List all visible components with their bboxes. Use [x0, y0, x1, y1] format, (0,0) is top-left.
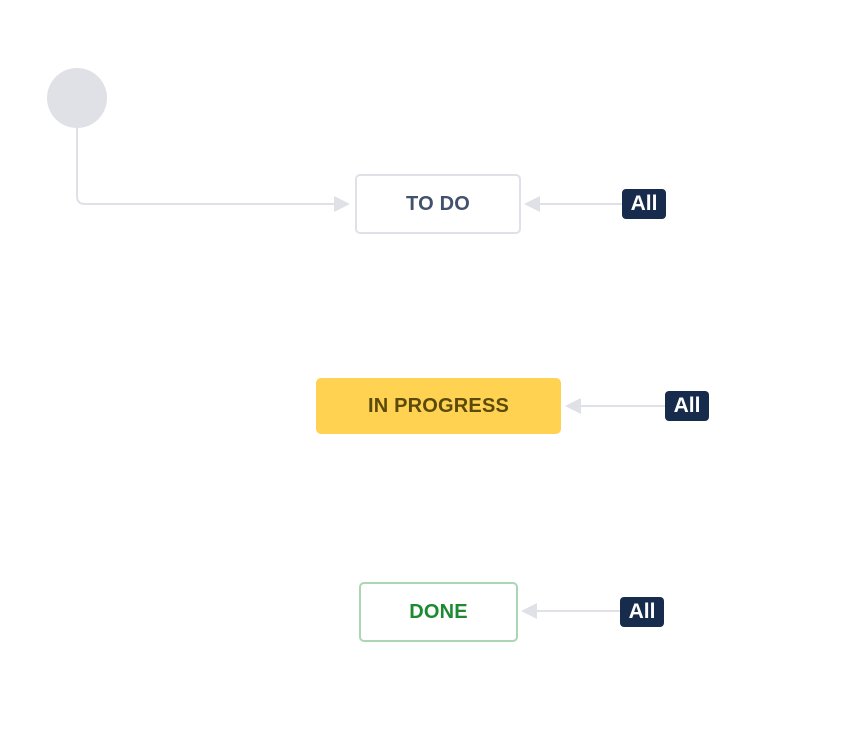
status-done[interactable]: DONE — [359, 582, 518, 642]
status-done-label: DONE — [409, 600, 468, 623]
all-transition-badge-todo[interactable]: All — [622, 189, 666, 219]
start-node[interactable] — [47, 68, 107, 128]
all-transition-label: All — [628, 600, 656, 623]
status-todo-label: TO DO — [406, 192, 470, 215]
all-transition-badge-in-progress[interactable]: All — [665, 391, 709, 421]
start-transition-arrowhead — [334, 196, 350, 212]
all-transition-badge-done[interactable]: All — [620, 597, 664, 627]
status-todo[interactable]: TO DO — [355, 174, 521, 234]
all-transition-label: All — [673, 394, 701, 417]
progress-all-transition-arrowhead — [565, 398, 581, 414]
done-all-transition-arrowhead — [521, 603, 537, 619]
todo-all-transition-arrowhead — [524, 196, 540, 212]
status-in-progress-label: IN PROGRESS — [367, 394, 510, 417]
all-transition-label: All — [630, 192, 658, 215]
start-transition-line — [76, 128, 336, 205]
status-in-progress[interactable]: IN PROGRESS — [316, 378, 561, 434]
